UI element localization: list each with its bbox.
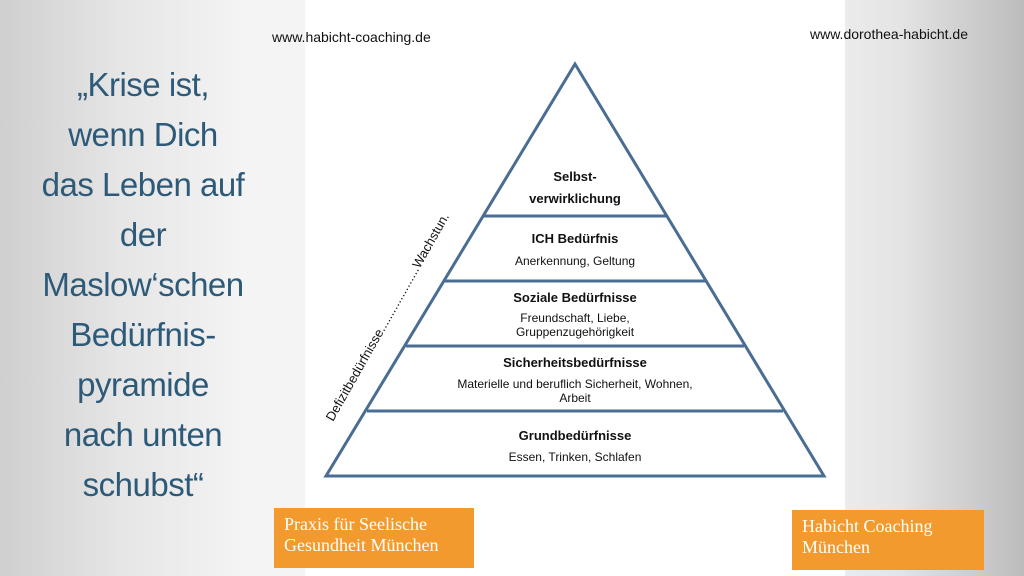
quote-line: nach unten	[63, 416, 223, 453]
level-social-desc: Freundschaft, Liebe,	[520, 311, 629, 325]
badge-habicht-coaching: Habicht Coaching München	[792, 510, 984, 570]
quote-line: der	[119, 216, 167, 253]
level-esteem-desc: Anerkennung, Geltung	[515, 254, 635, 268]
pyramid-outline	[323, 61, 827, 478]
level-safety-desc: Arbeit	[559, 391, 591, 405]
quote-line: „Krise ist,	[76, 66, 210, 103]
website-link-habicht-coaching[interactable]: www.habicht-coaching.de	[272, 29, 431, 45]
level-social-title: Soziale Bedürfnisse	[513, 290, 637, 305]
level-self-actualization-title: verwirklichung	[529, 191, 621, 206]
deficit-label-dots: ....................	[373, 263, 422, 333]
growth-label: Wachstun.	[409, 210, 452, 270]
level-esteem-title: ICH Bedürfnis	[532, 231, 619, 246]
quote-line: Maslow‘schen	[42, 266, 244, 303]
level-social-desc: Gruppenzugehörigkeit	[516, 325, 635, 339]
badge-line: München	[802, 537, 870, 557]
quote-text: „Krise ist, wenn Dich das Leben auf der …	[18, 60, 268, 510]
level-basic-title: Grundbedürfnisse	[519, 428, 632, 443]
badge-praxis-seelische-gesundheit: Praxis für Seelische Gesundheit München	[274, 508, 474, 568]
level-safety-desc: Materielle und beruflich Sicherheit, Woh…	[457, 377, 692, 391]
badge-line: Gesundheit München	[284, 535, 439, 555]
level-self-actualization-title: Selbst-	[553, 169, 596, 184]
website-link-dorothea-habicht[interactable]: www.dorothea-habicht.de	[810, 26, 968, 42]
quote-line: das Leben auf	[41, 166, 245, 203]
badge-line: Praxis für Seelische	[284, 514, 427, 534]
quote-line: schubst“	[82, 466, 204, 503]
level-basic-desc: Essen, Trinken, Schlafen	[509, 450, 642, 464]
quote-line: pyramide	[77, 366, 209, 403]
quote-line: Bedürfnis-	[70, 316, 216, 353]
badge-line: Habicht Coaching	[802, 516, 933, 536]
level-safety-title: Sicherheitsbedürfnisse	[503, 355, 647, 370]
quote-line: wenn Dich	[68, 116, 218, 153]
